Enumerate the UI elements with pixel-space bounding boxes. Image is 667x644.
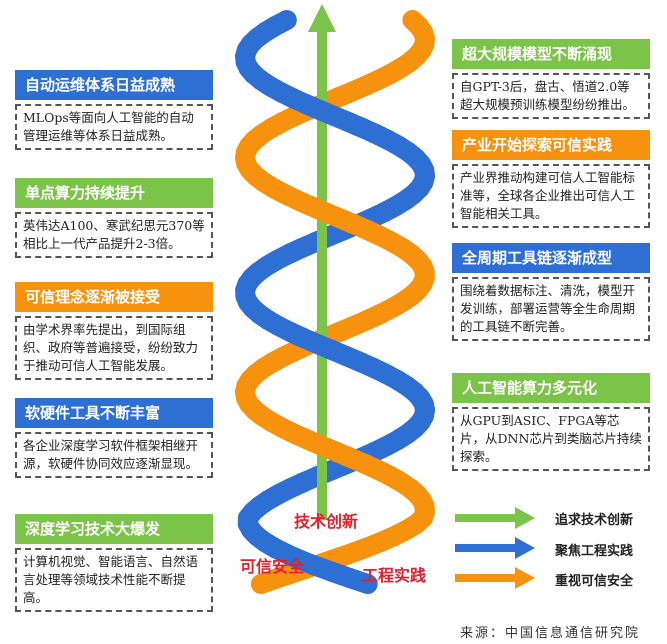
card-body: 各企业深度学习软件框架相继开源，软硬件协同效应逐渐显现。 xyxy=(15,432,213,478)
right-card-4: 人工智能算力多元化 从GPU到ASIC、FPGA等芯片，从DNN芯片到类脑芯片持… xyxy=(452,373,650,471)
card-title: 人工智能算力多元化 xyxy=(452,373,650,403)
card-body: 由学术界率先提出，到国际组织、政府等普遍接受，纷纷致力于推动可信人工智能发展。 xyxy=(15,316,213,380)
blue-strand-segment xyxy=(339,568,378,594)
right-card-2: 产业开始探索可信实践 产业界推动构建可信人工智能标准等，全球各企业推出可信人工智… xyxy=(452,130,650,228)
blue-strand-segment xyxy=(411,154,435,180)
card-title: 软硬件工具不断丰富 xyxy=(15,398,213,428)
card-body: MLOps等面向人工智能的自动管理运维等体系日益成熟。 xyxy=(15,104,213,150)
green-arrow-head-icon xyxy=(308,4,336,32)
left-card-3: 可信理念逐渐被接受 由学术界率先提出，到国际组织、政府等普遍接受，纷纷致力于推动… xyxy=(15,282,213,380)
card-body: 英伟达A100、寒武纪思元370等相比上一代产品提升2-3倍。 xyxy=(15,212,213,258)
card-body: 产业界推动构建可信人工智能标准等，全球各企业推出可信人工智能相关工具。 xyxy=(452,164,650,228)
orange-strand-segment xyxy=(412,22,435,48)
left-card-2: 单点算力持续提升 英伟达A100、寒武纪思元370等相比上一代产品提升2-3倍。 xyxy=(15,178,213,258)
orange-strand-segment xyxy=(412,256,435,282)
card-title: 可信理念逐渐被接受 xyxy=(15,282,213,312)
card-title: 全周期工具链逐渐成型 xyxy=(452,243,650,273)
legend-label-engineering: 聚焦工程实践 xyxy=(555,544,634,559)
legend-arrow-shaft xyxy=(455,514,517,522)
left-card-4: 软硬件工具不断丰富 各企业深度学习软件框架相继开源，软硬件协同效应逐渐显现。 xyxy=(15,398,213,478)
source-note: 来源：中国信息通信研究院 xyxy=(460,626,641,641)
label-tech-innovation: 技术创新 xyxy=(294,512,359,531)
card-body: 计算机视觉、智能语言、自然语言处理等领域技术性能不断提高。 xyxy=(15,548,213,612)
legend-arrow-shaft xyxy=(455,544,517,552)
left-card-1: 自动运维体系日益成熟 MLOps等面向人工智能的自动管理运维等体系日益成熟。 xyxy=(15,70,213,150)
card-body: 围绕着数据标注、清洗，模型开发训练，部署运营等全生命周期的工具链不断完善。 xyxy=(452,277,650,341)
card-title: 产业开始探索可信实践 xyxy=(452,130,650,160)
card-title: 深度学习技术大爆发 xyxy=(15,514,213,544)
right-card-1: 超大规模模型不断涌现 自GPT-3后，盘古、悟道2.0等超大规模预训练模型纷纷推… xyxy=(452,39,650,119)
left-card-5: 深度学习技术大爆发 计算机视觉、智能语言、自然语言处理等领域技术性能不断提高。 xyxy=(15,514,213,612)
legend-label-trust: 重视可信安全 xyxy=(555,574,634,589)
card-body: 自GPT-3后，盘古、悟道2.0等超大规模预训练模型纷纷推出。 xyxy=(452,73,650,119)
card-title: 单点算力持续提升 xyxy=(15,178,213,208)
legend-label-tech: 追求技术创新 xyxy=(555,513,634,528)
card-body: 从GPU到ASIC、FPGA等芯片，从DNN芯片到类脑芯片持续探索。 xyxy=(452,407,650,471)
legend-arrow-icon xyxy=(515,507,535,529)
card-title: 超大规模模型不断涌现 xyxy=(452,39,650,69)
legend-arrow-shaft xyxy=(455,574,517,582)
legend-arrow-icon xyxy=(515,567,535,589)
blue-strand-segment xyxy=(413,394,435,420)
label-engineering-practice: 工程实践 xyxy=(362,566,427,585)
legend-arrow-icon xyxy=(515,537,535,559)
card-title: 自动运维体系日益成熟 xyxy=(15,70,213,100)
right-card-3: 全周期工具链逐渐成型 围绕着数据标注、清洗，模型开发训练，部署运营等全生命周期的… xyxy=(452,243,650,341)
orange-strand-segment xyxy=(250,568,289,594)
label-trust-safety: 可信安全 xyxy=(240,557,305,576)
orange-strand-segment xyxy=(411,490,435,516)
